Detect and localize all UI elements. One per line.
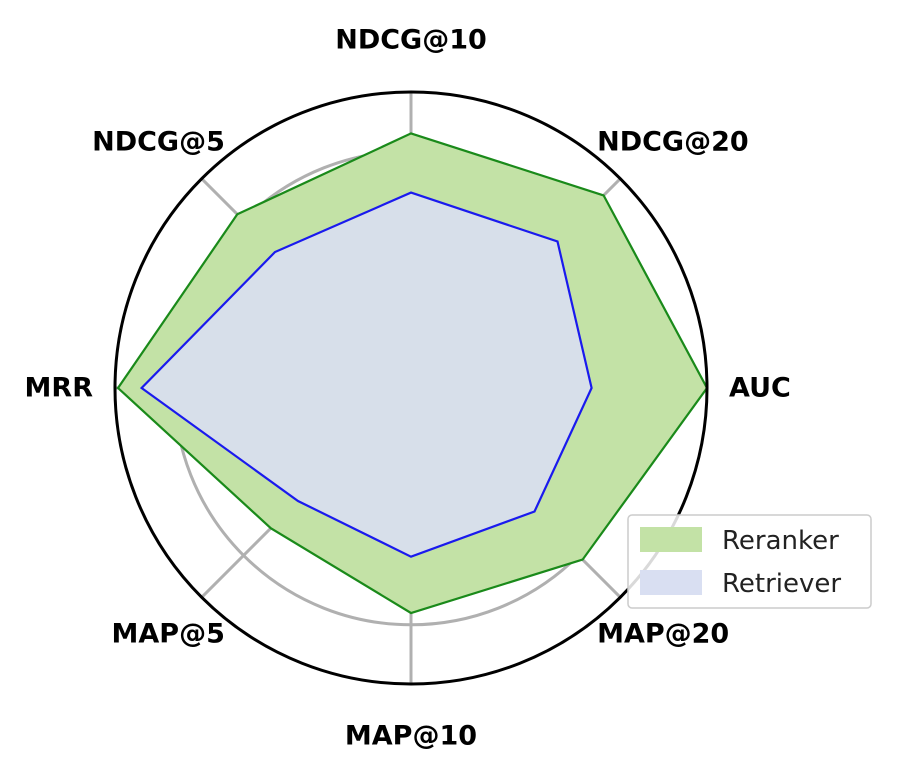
axis-label-map-10: MAP@10 [345,721,477,752]
axis-label-map-5: MAP@5 [112,619,225,650]
axis-label-ndcg-10: NDCG@10 [335,25,487,56]
legend-label-reranker: Reranker [722,526,839,556]
axis-label-auc: AUC [729,373,791,404]
outer-frame [113,90,709,686]
legend: Reranker Retriever [627,514,872,609]
axis-label-ndcg-5: NDCG@5 [92,126,225,157]
axis-label-ndcg-20: NDCG@20 [597,126,749,157]
axis-label-mrr: MRR [25,373,94,404]
legend-swatch-retriever [640,570,702,595]
axis-label-map-20: MAP@20 [597,619,729,650]
legend-swatch-reranker [640,527,702,552]
series-layer [116,132,709,615]
legend-label-retriever: Retriever [722,569,841,599]
frame-layer [113,90,709,686]
series-polygon-retriever [139,191,593,558]
